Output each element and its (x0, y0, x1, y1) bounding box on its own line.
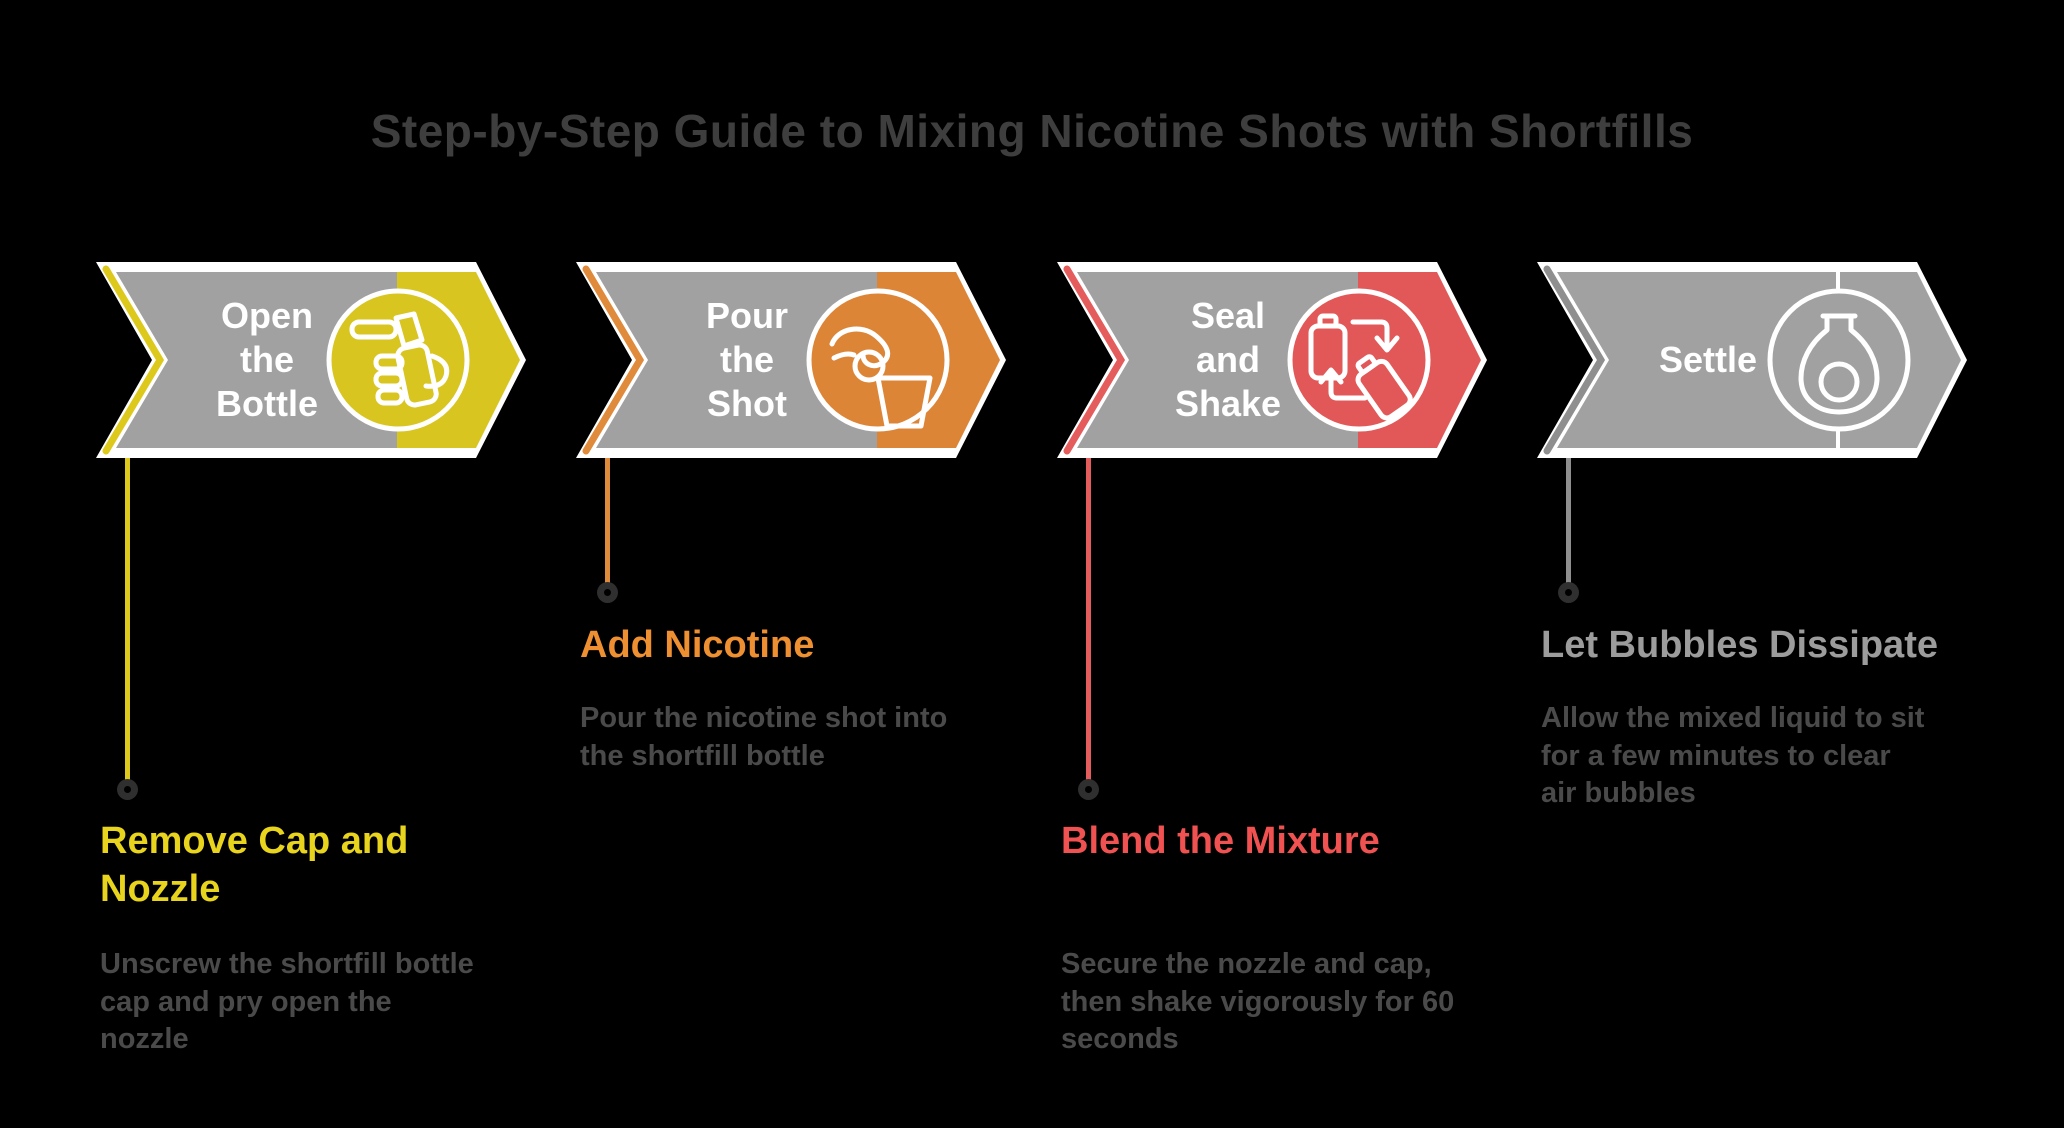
arrow-accent-stripe (1543, 265, 1606, 455)
settle-bottle-icon (1798, 313, 1880, 415)
arrow-step-label: Seal and Shake (1174, 295, 1282, 424)
step-description: Unscrew the shortfill bottle cap and pry… (100, 948, 474, 1056)
connector-dot (1078, 779, 1099, 800)
step-seal-and-shake: Seal and Shake Blend the Mixture Secure … (1051, 0, 1491, 1128)
arrow-step-label: Settle (1658, 339, 1758, 381)
arrow-gray-body (1077, 272, 1358, 448)
icon-circle (806, 288, 950, 432)
page-title: Step-by-Step Guide to Mixing Nicotine Sh… (370, 105, 1694, 157)
shake-cycle-bottles-icon (1308, 313, 1413, 421)
bottle-opener-hand-icon (349, 311, 450, 408)
step-heading: Let Bubbles Dissipate (1541, 624, 1938, 666)
step-pour-the-shot: Pour the Shot Add Nicotine Pour the nico… (570, 0, 1010, 1128)
step-heading: Remove Cap and Nozzle (100, 820, 409, 910)
connector-line (605, 458, 610, 583)
arrow-gray-body (596, 272, 877, 448)
step-heading: Add Nicotine (580, 624, 815, 666)
arrow-accent-stripe (102, 265, 165, 455)
arrow-banner (1537, 262, 1967, 458)
arrow-banner (96, 262, 526, 458)
step-description: Allow the mixed liquid to sit for a few … (1541, 702, 1925, 810)
connector-line (1086, 458, 1091, 780)
arrow-step-label: Open the Bottle (216, 295, 318, 424)
pour-shot-hand-cup-icon (829, 326, 933, 429)
arrow-gray-body (1557, 272, 1838, 448)
step-open-the-bottle: Open the Bottle Remove Cap and Nozzle Un… (90, 0, 530, 1128)
connector-line (1566, 458, 1571, 583)
step-heading: Blend the Mixture (1061, 820, 1380, 862)
step-description: Pour the nicotine shot into the shortfil… (580, 702, 948, 772)
arrow-step-label: Pour the Shot (705, 295, 788, 424)
arrow-banner (576, 262, 1006, 458)
connector-line (125, 458, 130, 780)
arrow-gray-body (116, 272, 397, 448)
arrow-accent-stripe (1063, 265, 1126, 455)
arrow-accent-stripe (582, 265, 645, 455)
step-description: Secure the nozzle and cap, then shake vi… (1061, 948, 1455, 1056)
connector-dot (117, 779, 138, 800)
connector-dot (1558, 582, 1579, 603)
step-settle: Settle Let Bubbles Dissipate Allow the m… (1531, 0, 1971, 1128)
connector-dot (597, 582, 618, 603)
arrow-banner (1057, 262, 1487, 458)
